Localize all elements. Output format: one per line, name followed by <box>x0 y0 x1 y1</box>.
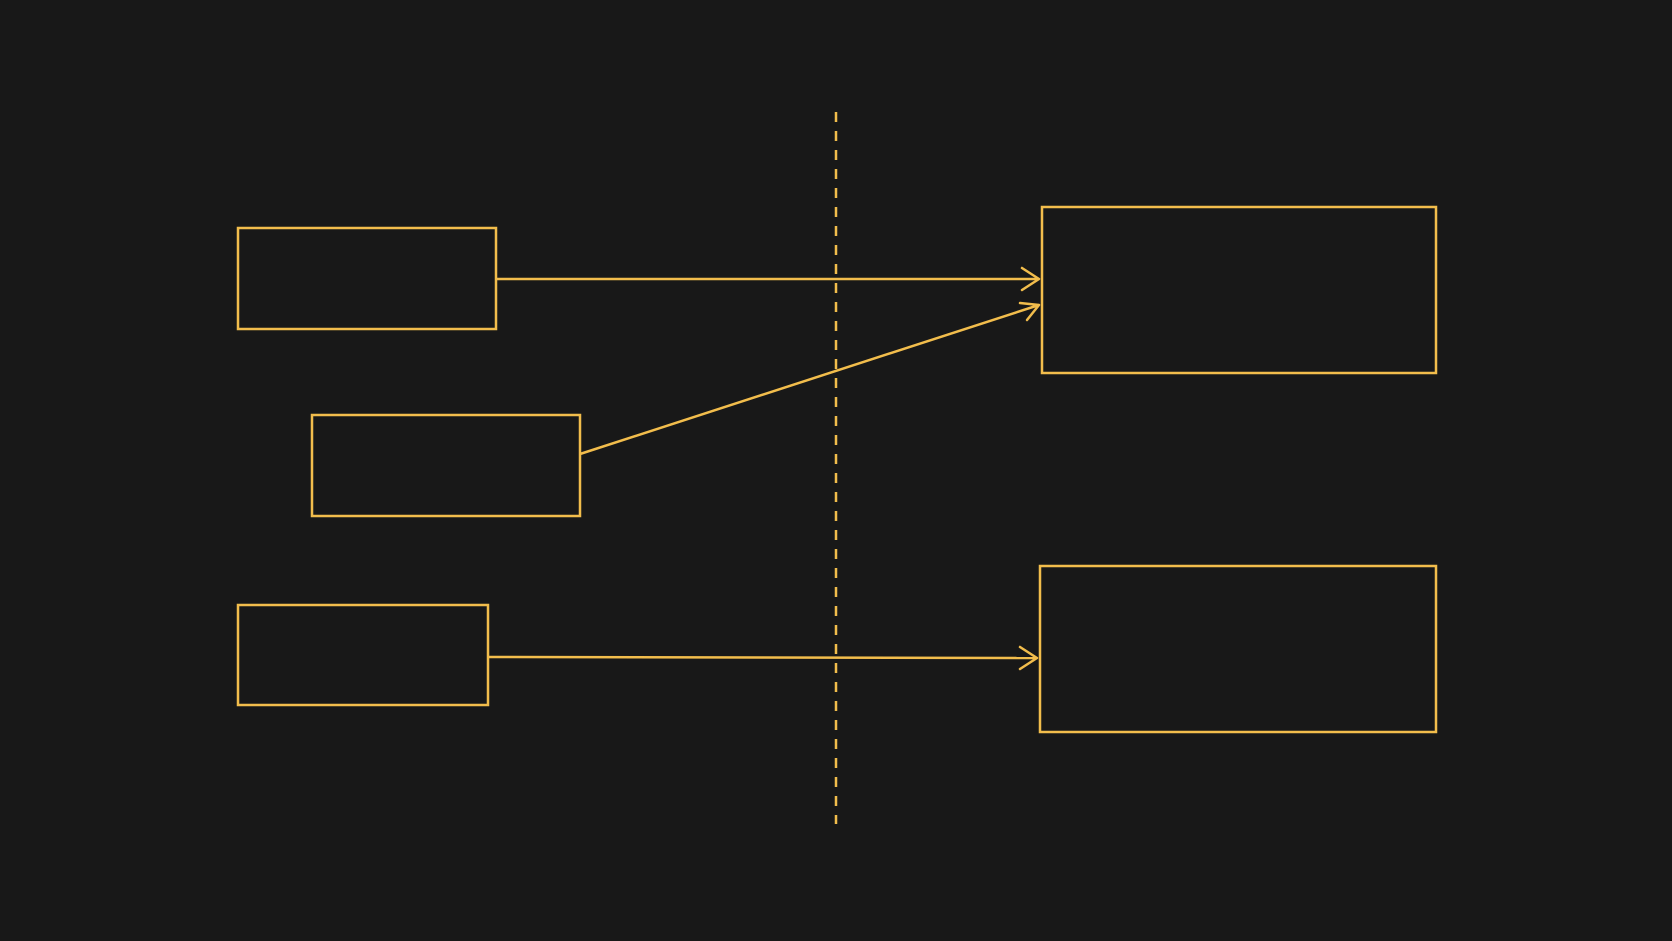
source-box-2 <box>310 413 582 518</box>
source-box-1 <box>236 226 498 331</box>
connector-arrow-2 <box>579 303 1040 456</box>
source-box-3 <box>236 603 490 707</box>
target-box-1 <box>1040 205 1438 375</box>
arrowhead-2-icon <box>1018 301 1041 322</box>
arrowhead-1-icon <box>1020 266 1041 292</box>
connector-arrow-3 <box>487 655 1038 660</box>
arrowhead-3-icon <box>1018 645 1039 671</box>
target-box-2 <box>1038 564 1438 734</box>
